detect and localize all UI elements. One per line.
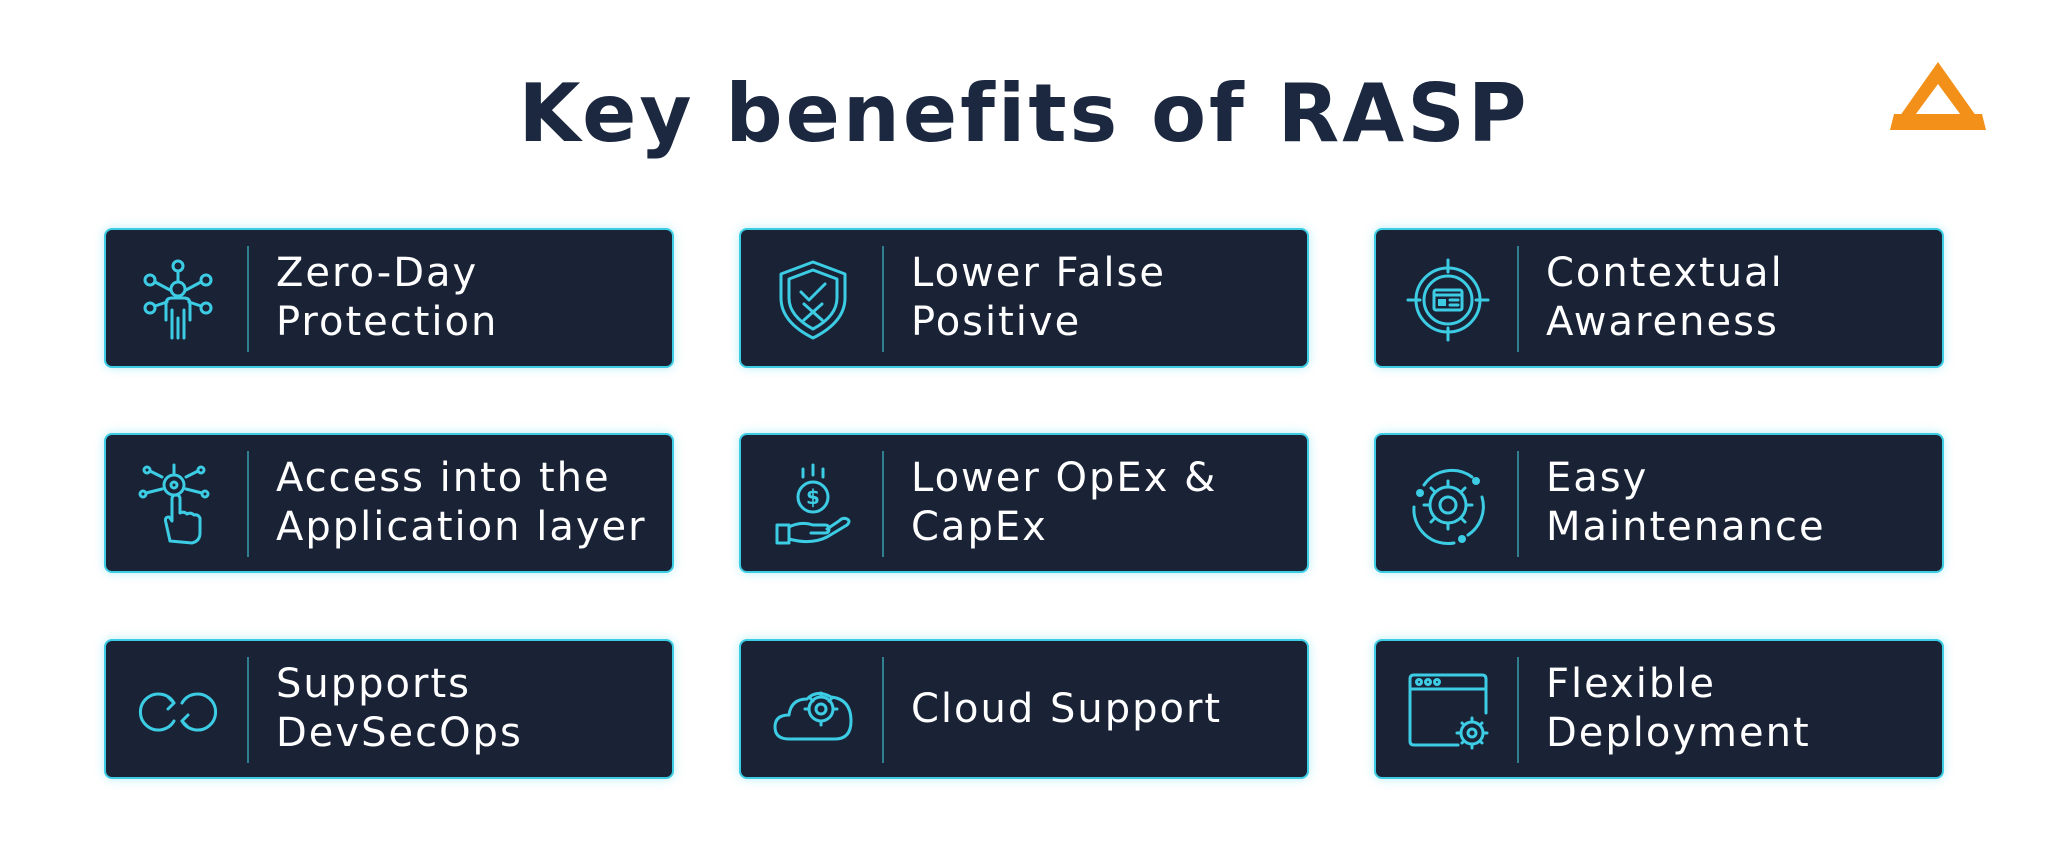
card-label: Flexible Deployment <box>1546 641 1932 777</box>
card-divider <box>247 657 249 763</box>
infinity-loop-icon <box>136 669 220 753</box>
card-label-line1: Cloud Support <box>911 685 1223 732</box>
benefit-card-supports-devsecops: Supports DevSecOps <box>104 639 674 779</box>
svg-text:$: $ <box>806 485 820 509</box>
card-label: Lower False Positive <box>911 230 1297 366</box>
benefit-card-contextual-awareness: Contextual Awareness <box>1374 228 1944 368</box>
card-label-line1: Lower OpEx & <box>911 455 1218 501</box>
card-label: Contextual Awareness <box>1546 230 1932 366</box>
card-label-line2: Deployment <box>1546 710 1811 756</box>
benefit-card-flexible-deployment: Flexible Deployment <box>1374 639 1944 779</box>
card-label-line2: Maintenance <box>1546 504 1826 550</box>
page-title: Key benefits of RASP <box>518 67 1530 160</box>
benefit-card-easy-maintenance: Easy Maintenance <box>1374 433 1944 573</box>
card-divider <box>1517 657 1519 763</box>
card-divider <box>882 657 884 763</box>
card-divider <box>1517 246 1519 352</box>
card-label-line1: Supports <box>276 661 471 707</box>
card-label: Access into the Application layer <box>276 435 662 571</box>
browser-gear-icon <box>1406 669 1490 753</box>
card-label: Supports DevSecOps <box>276 641 662 777</box>
card-label-line2: Awareness <box>1546 299 1779 345</box>
card-label-line2: DevSecOps <box>276 710 523 756</box>
card-label: Zero-Day Protection <box>276 230 662 366</box>
network-person-icon <box>136 258 220 342</box>
card-label-line1: Access into the <box>276 455 611 501</box>
card-divider <box>882 246 884 352</box>
card-label: Lower OpEx & CapEx <box>911 435 1297 571</box>
card-label-line2: CapEx <box>911 504 1048 550</box>
hand-coin-icon: $ <box>771 463 855 547</box>
benefit-card-cloud-support: Cloud Support <box>739 639 1309 779</box>
target-browser-icon <box>1406 258 1490 342</box>
card-label-line1: Zero-Day <box>276 250 479 296</box>
card-label-line2: Protection <box>276 299 499 345</box>
gear-cycle-icon <box>1406 463 1490 547</box>
card-divider <box>247 451 249 557</box>
triangle-logo-icon <box>1890 62 1986 130</box>
card-label-line2: Application layer <box>276 504 647 550</box>
card-label-line2: Positive <box>911 299 1082 345</box>
card-label: Easy Maintenance <box>1546 435 1932 571</box>
cloud-gear-icon <box>771 669 855 753</box>
hand-touch-icon <box>136 463 220 547</box>
card-divider <box>1517 451 1519 557</box>
card-divider <box>882 451 884 557</box>
card-label: Cloud Support <box>911 641 1297 777</box>
card-label-line1: Easy <box>1546 455 1649 501</box>
card-label-line1: Lower False <box>911 250 1166 296</box>
benefit-card-lower-false-positive: Lower False Positive <box>739 228 1309 368</box>
benefit-card-zero-day: Zero-Day Protection <box>104 228 674 368</box>
card-label-line1: Flexible <box>1546 661 1716 707</box>
benefit-card-lower-opex-capex: $ Lower OpEx & CapEx <box>739 433 1309 573</box>
shield-check-icon <box>771 258 855 342</box>
card-divider <box>247 246 249 352</box>
benefit-card-access-application-layer: Access into the Application layer <box>104 433 674 573</box>
card-label-line1: Contextual <box>1546 250 1784 296</box>
